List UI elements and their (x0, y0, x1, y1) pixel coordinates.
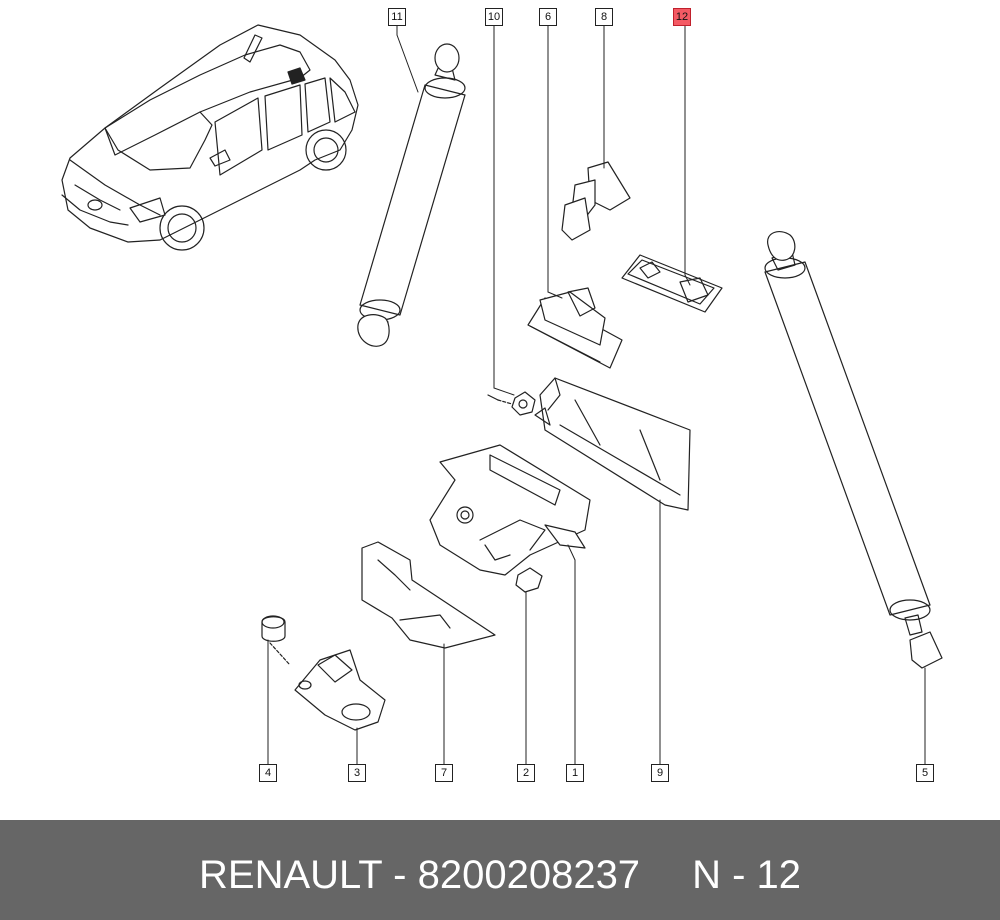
footer-caption: RENAULT - 8200208237 N - 12 (0, 820, 1000, 920)
part-10-nut (487, 391, 536, 416)
callout-10: 10 (485, 8, 503, 26)
callout-1: 1 (566, 764, 584, 782)
part-1-lock-mechanism (429, 444, 591, 576)
footer-position: N - 12 (692, 853, 801, 897)
footer-brand: RENAULT (199, 853, 383, 897)
gas-strut-right (764, 231, 943, 669)
leader-lines (267, 25, 926, 766)
callout-8: 8 (595, 8, 613, 26)
callout-3: 3 (348, 764, 366, 782)
gas-strut-left (357, 43, 466, 347)
callout-4: 4 (259, 764, 277, 782)
callout-5: 5 (916, 764, 934, 782)
part-6-switch-housing (527, 287, 623, 369)
callout-11: 11 (388, 8, 406, 26)
exploded-parts-diagram (61, 24, 943, 766)
part-4-screw (261, 615, 291, 666)
callout-12-highlighted: 12 (673, 8, 691, 26)
vehicle-illustration (61, 24, 359, 251)
footer-bar: RENAULT - 8200208237 N - 12 (0, 820, 1000, 920)
callout-9: 9 (651, 764, 669, 782)
part-2-bolt (515, 567, 543, 593)
part-7-cover (361, 541, 496, 649)
callout-7: 7 (435, 764, 453, 782)
footer-separator: - (393, 853, 407, 897)
part-3-striker (294, 649, 386, 731)
part-8-connector (561, 161, 631, 241)
footer-part-number: 8200208237 (417, 853, 641, 897)
part-12-switch-plate (621, 254, 723, 313)
callout-2: 2 (517, 764, 535, 782)
callout-6: 6 (539, 8, 557, 26)
part-9-bracket (534, 377, 691, 511)
